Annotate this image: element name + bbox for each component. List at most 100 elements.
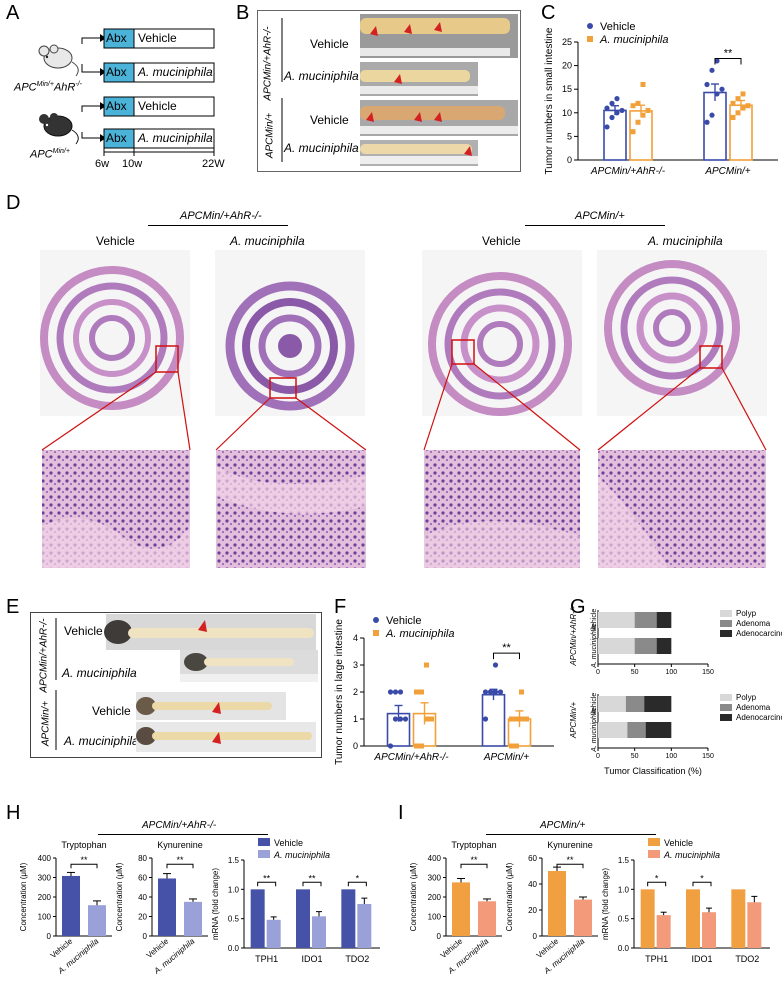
legend-swatch bbox=[720, 610, 732, 617]
stacked-segment bbox=[598, 696, 626, 712]
y-tick-label: 10 bbox=[562, 108, 572, 118]
y-tick-label: 3 bbox=[353, 660, 358, 670]
significance-bracket bbox=[714, 58, 742, 65]
significance-label: * bbox=[356, 873, 360, 883]
legend-swatch bbox=[720, 630, 732, 637]
significance-label: ** bbox=[566, 855, 574, 865]
mouse-icon-ahr-ko bbox=[38, 44, 79, 77]
bar bbox=[747, 902, 762, 948]
significance-bracket bbox=[70, 863, 98, 869]
treatment-label-3: Vehicle bbox=[138, 99, 177, 113]
legend-swatch bbox=[720, 714, 732, 721]
y-tick-label: 0.0 bbox=[228, 944, 240, 953]
significance-label: ** bbox=[80, 855, 88, 865]
bar bbox=[656, 915, 671, 948]
significance-bracket bbox=[460, 863, 488, 869]
bar bbox=[184, 901, 202, 936]
data-point bbox=[509, 743, 514, 749]
d-zoom-lines bbox=[41, 363, 767, 451]
chart-title: Kynurenine bbox=[157, 840, 203, 850]
y-tick-label: 80 bbox=[138, 854, 147, 863]
data-point bbox=[604, 105, 610, 111]
data-point bbox=[709, 67, 715, 73]
x-tick-label: 50 bbox=[631, 669, 639, 676]
legend-marker bbox=[587, 23, 593, 29]
stacked-segment bbox=[634, 638, 657, 654]
d-overview-2 bbox=[215, 250, 365, 416]
data-point bbox=[397, 689, 404, 695]
legend-label: A. muciniphila bbox=[663, 850, 720, 860]
stacked-segment bbox=[656, 638, 672, 654]
legend-label: A. muciniphila bbox=[273, 850, 330, 860]
y-tick-label: 100 bbox=[38, 913, 52, 922]
legend-marker bbox=[587, 36, 593, 42]
legend-label: Adenoma bbox=[736, 703, 771, 712]
stacked-segment bbox=[625, 696, 645, 712]
d-overview-4 bbox=[597, 250, 767, 416]
stacked-segment bbox=[644, 696, 672, 712]
i-group-title: APCMin/+ bbox=[540, 820, 586, 831]
data-point bbox=[630, 103, 636, 109]
stacked-segment bbox=[634, 612, 657, 628]
data-point bbox=[419, 689, 424, 695]
e-intestine-photos bbox=[104, 614, 318, 752]
y-tick-label: 5 bbox=[567, 131, 572, 141]
bar bbox=[629, 110, 653, 161]
x-tick-label: 0 bbox=[596, 753, 600, 760]
row-label: A. muciniphila bbox=[591, 624, 598, 669]
data-point bbox=[714, 91, 720, 97]
data-point bbox=[424, 716, 429, 722]
data-point bbox=[492, 662, 499, 668]
panel-letter-c: C bbox=[541, 2, 556, 24]
row-label: Vehicle bbox=[591, 693, 598, 716]
d-col-4: A. muciniphila bbox=[648, 234, 723, 248]
h-group-line bbox=[98, 834, 268, 835]
data-point bbox=[740, 105, 746, 111]
bar bbox=[729, 104, 753, 161]
data-point bbox=[719, 86, 725, 92]
y-tick-label: 0 bbox=[47, 932, 52, 941]
data-point bbox=[519, 689, 524, 695]
abx-label-1: Abx bbox=[106, 31, 127, 45]
y-axis-label: Concentration (μM) bbox=[115, 862, 124, 931]
data-point bbox=[704, 81, 710, 88]
legend-marker bbox=[373, 630, 379, 636]
data-point bbox=[709, 112, 715, 118]
d-group-right-line bbox=[525, 225, 665, 226]
i-group-line bbox=[486, 834, 656, 835]
e-genotype-apc: APCMin/+ bbox=[40, 700, 52, 747]
treatment-label-4: A. muciniphila bbox=[138, 131, 213, 145]
legend-swatch bbox=[720, 704, 732, 711]
y-tick-label: 25 bbox=[562, 37, 572, 47]
h-group-title: APCMin/+AhR-/- bbox=[142, 820, 217, 831]
data-point bbox=[497, 689, 504, 695]
bar bbox=[341, 889, 356, 948]
e-row-label-1: Vehicle bbox=[64, 624, 103, 638]
significance-bracket bbox=[556, 863, 584, 869]
bar bbox=[357, 904, 372, 948]
data-point bbox=[614, 96, 620, 102]
y-axis-label: Concentration (μM) bbox=[409, 862, 418, 931]
significance-bracket bbox=[647, 881, 667, 887]
bar bbox=[686, 889, 700, 948]
significance-bracket bbox=[347, 881, 367, 887]
stacked-segment bbox=[645, 722, 672, 738]
data-point bbox=[387, 743, 394, 749]
x-tick-label: APCMin/+AhR-/- bbox=[373, 752, 449, 763]
panel-e-frame bbox=[30, 612, 322, 758]
panel-letter-h: H bbox=[6, 802, 21, 824]
y-tick-label: 1.5 bbox=[228, 856, 240, 865]
data-point bbox=[714, 58, 720, 64]
e-row-label-4: A. muciniphila bbox=[64, 734, 139, 748]
data-point bbox=[635, 100, 641, 106]
significance-bracket bbox=[166, 863, 194, 869]
legend-swatch bbox=[258, 838, 270, 846]
d-histology-images bbox=[40, 250, 767, 568]
data-point bbox=[392, 716, 399, 722]
panel-letter-f: F bbox=[334, 596, 347, 618]
significance-bracket bbox=[302, 881, 322, 887]
x-tick-label: 50 bbox=[631, 753, 639, 760]
y-tick-label: 0.0 bbox=[618, 944, 630, 953]
legend-swatch bbox=[648, 838, 660, 846]
y-tick-label: 0 bbox=[437, 932, 442, 941]
